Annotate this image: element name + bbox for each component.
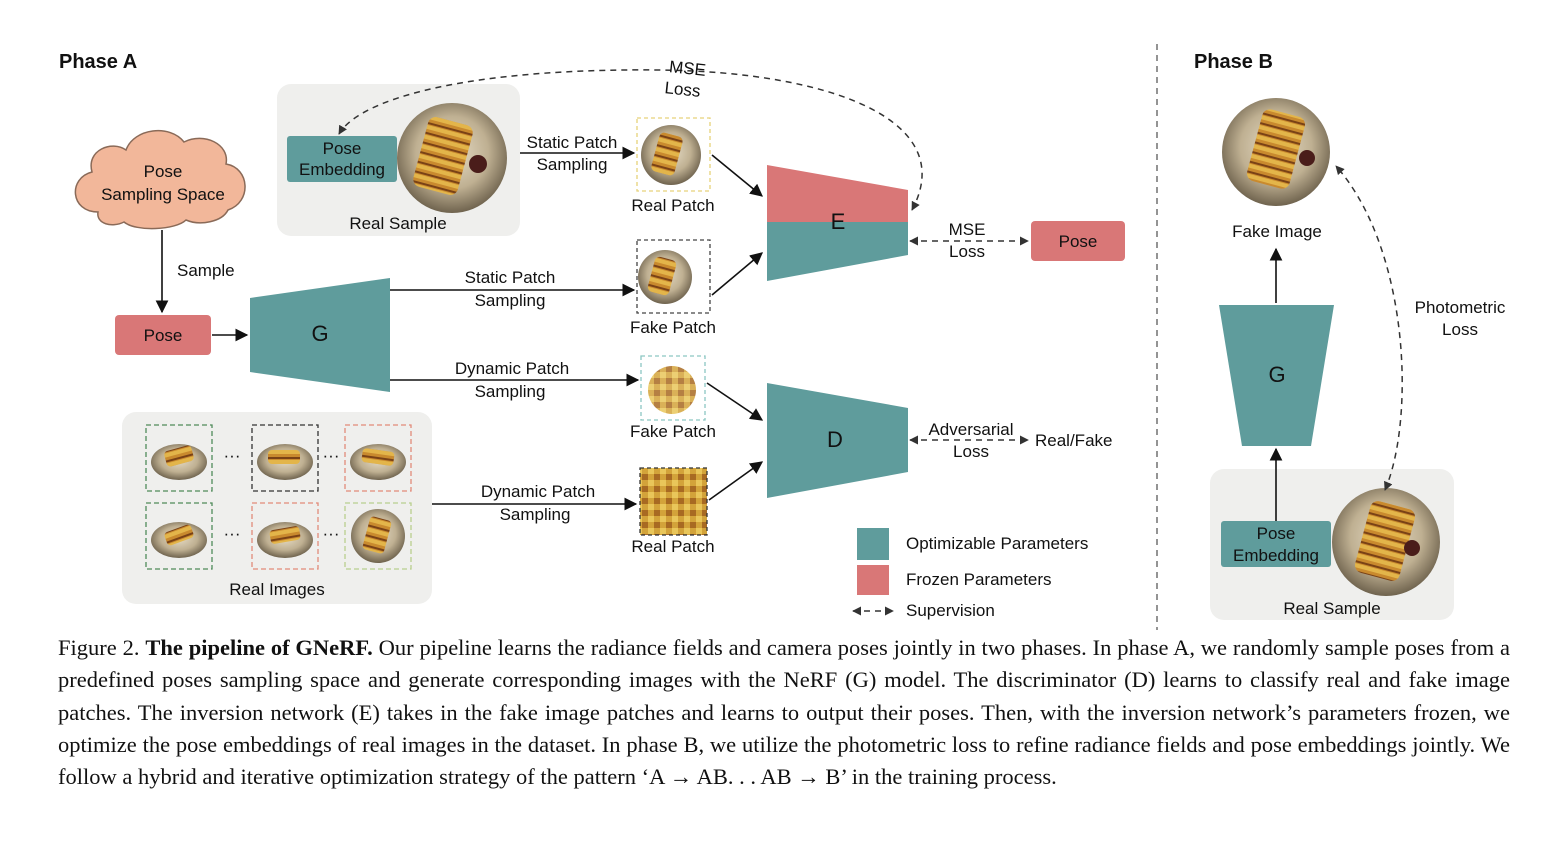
phase-b-title: Phase B <box>1194 51 1273 73</box>
real-images-ellipsis-1: ··· <box>224 446 241 465</box>
dynamic-sampling-bottom-label-1: Dynamic Patch <box>481 482 595 501</box>
photometric-loss-curve <box>1335 165 1403 491</box>
fake-patch-top-image <box>638 250 692 304</box>
pose-sampling-space-label-2: Sampling Space <box>101 185 225 204</box>
photometric-loss-label-2: Loss <box>1442 320 1478 339</box>
inversion-network-e <box>767 165 908 281</box>
pose-embedding-a-label-1: Pose <box>323 139 362 158</box>
real-sample-image-b <box>1332 488 1440 596</box>
pose-embedding-box-b <box>1221 521 1331 567</box>
pipeline-diagram: Phase A Pose Sampling Space Sample Pose … <box>59 44 1506 630</box>
adversarial-loss-label-1: Adversarial <box>928 420 1013 439</box>
discriminator-d-label: D <box>827 427 843 452</box>
static-sampling-top-label-2: Sampling <box>537 155 608 174</box>
legend-supervision-label: Supervision <box>906 601 995 620</box>
real-patch-bottom-label: Real Patch <box>631 537 714 556</box>
fake-patch-to-e-arrow <box>711 252 763 296</box>
real-images-label: Real Images <box>229 580 324 599</box>
real-patch-to-d-arrow <box>708 461 764 501</box>
sample-label: Sample <box>177 261 235 280</box>
dynamic-sampling-mid-label-1: Dynamic Patch <box>455 359 569 378</box>
fake-patch-top-frame <box>636 239 711 314</box>
real-images-ellipsis-3: ··· <box>224 524 241 543</box>
legend-frozen-swatch <box>857 565 889 595</box>
real-images-grid <box>145 424 412 570</box>
legend-optimizable-label: Optimizable Parameters <box>906 534 1088 553</box>
real-patch-bottom-image <box>640 468 707 535</box>
pose-sampling-space-label-1: Pose <box>144 162 183 181</box>
real-fake-label: Real/Fake <box>1035 431 1112 450</box>
static-sampling-mid-label-1: Static Patch <box>465 268 556 287</box>
real-patch-top-label: Real Patch <box>631 196 714 215</box>
real-images-ellipsis-2: ··· <box>323 446 340 465</box>
real-patch-top-image <box>641 125 701 185</box>
fake-image-label: Fake Image <box>1232 222 1322 241</box>
fake-patch-to-d-arrow <box>706 382 764 421</box>
caption-body: Our pipeline learns the radiance fields … <box>58 635 1511 790</box>
pose-sampling-space-cloud: Pose Sampling Space <box>74 129 246 230</box>
pose-embedding-b-label-1: Pose <box>1257 524 1296 543</box>
real-sample-label-b: Real Sample <box>1283 599 1380 618</box>
fake-patch-top-label: Fake Patch <box>630 318 716 337</box>
generator-g-label: G <box>311 321 328 346</box>
fake-image-b <box>1222 98 1330 206</box>
photometric-loss-label-1: Photometric <box>1415 298 1506 317</box>
generator-g <box>250 278 390 392</box>
pose-embedding-b-label-2: Embedding <box>1233 546 1319 565</box>
dynamic-sampling-bottom-label-2: Sampling <box>500 505 571 524</box>
caption-title: The pipeline of GNeRF. <box>145 635 373 660</box>
fake-patch-bottom-frame <box>640 355 706 421</box>
mse-loss-top-label-1: MSE <box>668 57 707 80</box>
real-sample-image <box>397 103 507 213</box>
real-images-ellipsis-4: ··· <box>323 524 340 543</box>
static-sampling-top-label-1: Static Patch <box>527 133 618 152</box>
real-patch-bottom-frame <box>639 467 708 536</box>
figure-caption: Figure 2. The pipeline of GNeRF. Our pip… <box>58 632 1510 793</box>
adversarial-loss-label-2: Loss <box>953 442 989 461</box>
real-patch-top-frame <box>636 117 711 192</box>
dynamic-sampling-mid-label-2: Sampling <box>475 382 546 401</box>
pose-box-left-label: Pose <box>144 326 183 345</box>
real-images-panel <box>122 412 432 604</box>
real-patch-to-e-arrow <box>711 154 763 197</box>
mse-loss-top-label-2: Loss <box>664 78 702 101</box>
pose-box-right <box>1031 221 1125 261</box>
pose-embedding-a-label-2: Embedding <box>299 160 385 179</box>
caption-prefix: Figure 2. <box>58 635 140 660</box>
fake-patch-bottom-label: Fake Patch <box>630 422 716 441</box>
discriminator-d <box>767 383 908 498</box>
legend-optimizable-swatch <box>857 528 889 560</box>
generator-g-b-label: G <box>1268 362 1285 387</box>
mse-loss-right-label-2: Loss <box>949 242 985 261</box>
fake-patch-bottom-image <box>648 366 696 414</box>
static-sampling-mid-label-2: Sampling <box>475 291 546 310</box>
inversion-network-e-label: E <box>831 209 846 234</box>
pose-box-right-label: Pose <box>1059 232 1098 251</box>
pose-box-left <box>115 315 211 355</box>
generator-g-b <box>1219 305 1334 446</box>
legend-frozen-label: Frozen Parameters <box>906 570 1052 589</box>
phase-a-title: Phase A <box>59 51 137 73</box>
mse-loss-right-label-1: MSE <box>949 220 986 239</box>
real-sample-label-a: Real Sample <box>349 214 446 233</box>
